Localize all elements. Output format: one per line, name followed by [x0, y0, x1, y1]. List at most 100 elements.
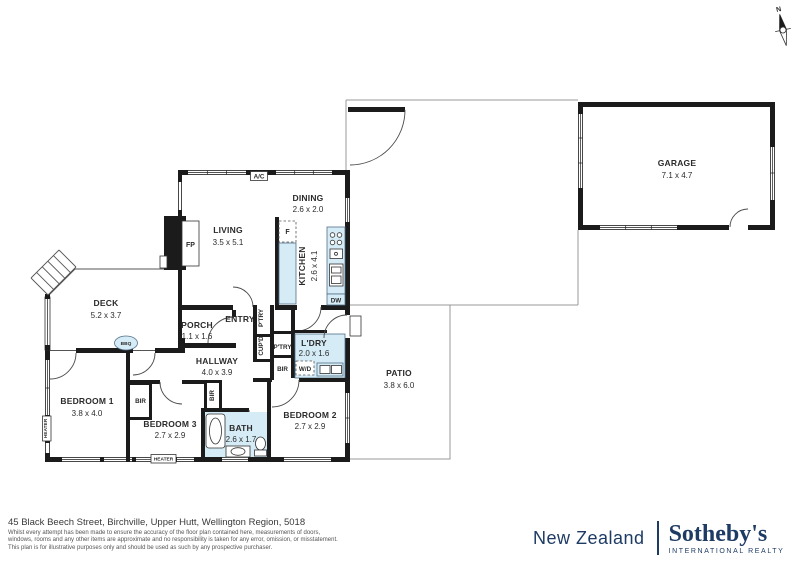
brand-region: New Zealand	[533, 527, 645, 548]
courtyard-gate-wall	[348, 107, 405, 112]
lobby-closets: P'TRY BIR	[270, 308, 295, 378]
deck-stairs	[30, 249, 77, 296]
hallway-name: HALLWAY	[196, 356, 238, 366]
laundry-name: L'DRY	[301, 338, 327, 348]
bath-dims: 2.6 x 1.7	[226, 435, 257, 444]
kitchen-name: KITCHEN	[297, 246, 307, 285]
bir-hall-closet-label: BIR	[209, 390, 216, 401]
living-left-window	[178, 182, 182, 210]
room-label-bedroom1: BEDROOM 1 3.8 x 4.0	[60, 396, 113, 418]
fireplace: FP	[159, 216, 200, 270]
exterior-step	[349, 315, 362, 337]
washer-dryer-label: W/D	[299, 366, 312, 373]
garage-door-opening	[729, 225, 748, 230]
front-door-arc	[207, 316, 235, 344]
bedroom-wing-walls	[126, 352, 350, 462]
dishwasher-label: DW	[331, 298, 342, 305]
fridge-label: F	[285, 229, 290, 236]
brand-divider	[656, 521, 659, 555]
room-label-garage: GARAGE 7.1 x 4.7	[658, 158, 696, 180]
cupboard-label: CUP'D	[258, 336, 265, 356]
washer-dryer: W/D	[295, 360, 315, 376]
bedroom2-door-arc	[271, 379, 300, 408]
north-label: N	[776, 6, 782, 14]
air-conditioner: A/C	[250, 171, 268, 181]
bath-name: BATH	[229, 423, 253, 433]
disclaimer-line-1: Whilst every attempt has been made to en…	[8, 530, 321, 536]
kitchen-dims: 2.6 x 4.1	[310, 250, 319, 281]
house-windows	[45, 170, 350, 462]
bedroom2-name: BEDROOM 2	[283, 410, 336, 420]
heater-bottom: HEATER	[150, 454, 177, 464]
bedroom1-name: BEDROOM 1	[60, 396, 113, 406]
porch-entry: PORCH 1.1 x 1.6 ENTRY	[181, 314, 255, 344]
room-label-hallway: HALLWAY 4.0 x 3.9	[196, 356, 238, 377]
living-dims: 3.5 x 5.1	[213, 238, 244, 247]
fireplace-label: FP	[186, 242, 195, 249]
property-address: 45 Black Beech Street, Birchville, Upper…	[8, 517, 306, 528]
heater-left-label: HEATER	[43, 418, 49, 438]
bedroom1-dims: 3.8 x 4.0	[72, 409, 103, 418]
porch-dims: 1.1 x 1.6	[182, 332, 213, 341]
fridge: F	[278, 220, 297, 243]
compass-needle-north	[779, 14, 787, 31]
garage-dims: 7.1 x 4.7	[662, 171, 693, 180]
room-label-living: LIVING 3.5 x 5.1	[213, 225, 244, 247]
dining-name: DINING	[293, 193, 324, 203]
disclaimer-line-2: windows, rooms and any other items are a…	[8, 537, 338, 544]
living-entry-door-arc	[232, 286, 254, 308]
room-label-dining: DINING 2.6 x 2.0	[293, 193, 324, 214]
courtyard-gate-door-arc	[349, 109, 406, 166]
living-dining-kitchen: F DW LIVING 3.5 x 5.1 DINING	[181, 193, 350, 332]
garage-windows	[578, 114, 775, 230]
dining-dims: 2.6 x 2.0	[293, 205, 324, 214]
living-name: LIVING	[213, 225, 243, 235]
room-label-deck: DECK 5.2 x 3.7	[91, 298, 122, 320]
disclaimer-text: Whilst every attempt has been made to en…	[8, 530, 338, 552]
brand-subtitle: INTERNATIONAL REALTY	[668, 547, 785, 555]
bbq-label: BBQ	[121, 341, 132, 347]
entry-name: ENTRY	[225, 314, 255, 324]
brand-name: Sotheby's	[668, 520, 768, 547]
bedroom3-name: BEDROOM 3	[143, 419, 196, 429]
vanity-sink	[225, 445, 251, 458]
pantry-tall-label: P'TRY	[258, 308, 265, 327]
laundry-exterior-door-arc	[323, 314, 348, 339]
laundry: W/D L'DRY 2.0 x 1.6	[293, 314, 362, 379]
room-label-porch: PORCH 1.1 x 1.6	[181, 320, 213, 341]
dishwasher: DW	[326, 293, 346, 306]
heater-bottom-label: HEATER	[154, 457, 174, 463]
hallway-dims: 4.0 x 3.9	[202, 368, 233, 377]
kitchen-island-bench	[278, 242, 297, 305]
bedroom3-door-arc	[159, 381, 183, 405]
bathtub	[205, 413, 226, 449]
deck-doors	[49, 350, 156, 380]
air-conditioner-label: A/C	[254, 173, 265, 180]
patio-dims: 3.8 x 6.0	[384, 381, 415, 390]
deck: BBQ DECK 5.2 x 3.7	[30, 249, 166, 351]
north-compass: N	[775, 6, 791, 46]
garage-door-arc	[729, 208, 749, 228]
heater-left: HEATER	[42, 415, 52, 442]
garage-walls	[578, 102, 775, 230]
room-label-bath: BATH 2.6 x 1.7	[226, 423, 257, 444]
laundry-dims: 2.0 x 1.6	[299, 349, 330, 358]
patio-name: PATIO	[386, 368, 412, 378]
bedroom2-dims: 2.7 x 2.9	[295, 422, 326, 431]
deck-name: DECK	[94, 298, 120, 308]
room-label-bedroom3: BEDROOM 3 2.7 x 2.9	[143, 419, 196, 440]
bathroom: BATH 2.6 x 1.7	[205, 412, 267, 458]
pantry-small-label: P'TRY	[273, 344, 292, 351]
room-label-bedroom2: BEDROOM 2 2.7 x 2.9	[283, 410, 336, 431]
kitchen-door-arc	[296, 306, 322, 332]
brand-logo: New Zealand Sotheby's INTERNATIONAL REAL…	[533, 521, 784, 555]
bedroom3-dims: 2.7 x 2.9	[155, 431, 186, 440]
toilet	[254, 436, 267, 457]
room-label-patio: PATIO 3.8 x 6.0	[384, 368, 415, 390]
bir-bedroom2-label: BIR	[277, 366, 288, 373]
hall-closets: P'TRY CUP'D	[253, 305, 274, 380]
site-boundary-lines	[345, 99, 579, 460]
laundry-tub	[316, 362, 344, 377]
